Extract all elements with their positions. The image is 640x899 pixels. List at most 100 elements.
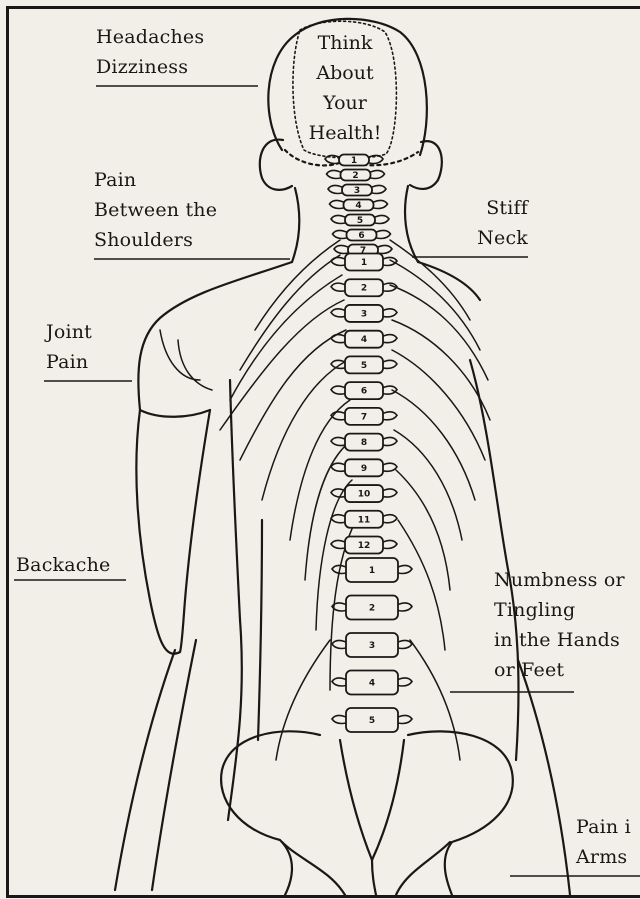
vertebra-process-r — [383, 309, 397, 317]
head-message-line: Think — [300, 28, 390, 58]
vertebra-number: 1 — [369, 566, 375, 576]
vertebra-number: 12 — [358, 541, 371, 551]
vertebra-process-l — [331, 540, 345, 548]
vertebra-process-r — [375, 215, 389, 223]
vertebra-process-l — [331, 257, 345, 265]
vertebra-process-l — [328, 185, 342, 193]
vertebra-process-r — [383, 463, 397, 471]
head-message-line: Your — [300, 88, 390, 118]
label-line: Pain — [46, 347, 92, 377]
vertebra-number: 1 — [351, 156, 357, 166]
vertebra-process-l — [331, 360, 345, 368]
vertebra-process-l — [325, 155, 339, 163]
left-leg — [115, 650, 175, 890]
coccyx — [372, 860, 376, 895]
vertebra-process-r — [383, 386, 397, 394]
vertebra-process-r — [383, 257, 397, 265]
vertebra-process-r — [369, 155, 383, 163]
neck-right — [405, 186, 418, 262]
vertebra-process-l — [330, 200, 344, 208]
vertebra-number: 5 — [369, 716, 375, 726]
left-arm-outer — [136, 410, 180, 654]
vertebra-number: 6 — [358, 231, 364, 241]
vertebra-number: 2 — [352, 171, 358, 181]
vertebra-process-l — [333, 230, 347, 238]
vertebra-number: 3 — [354, 186, 360, 196]
vertebra-process-r — [371, 170, 385, 178]
vertebra-number: 5 — [361, 361, 367, 371]
label-line: Backache — [16, 550, 111, 580]
label-numbness: Numbness or Tingling in the Hands or Fee… — [494, 565, 625, 685]
vertebra-number: 1 — [361, 258, 367, 268]
vertebra-process-r — [372, 185, 386, 193]
torso-left-2 — [258, 520, 262, 740]
vertebra-process-l — [331, 437, 345, 445]
vertebra-process-r — [383, 515, 397, 523]
label-line: Headaches — [96, 22, 204, 52]
vertebra-process-l — [332, 678, 346, 686]
label-line: Neck — [470, 223, 528, 253]
head-message: Think About Your Health! — [300, 28, 390, 148]
vertebra-process-l — [331, 309, 345, 317]
label-line: Dizziness — [96, 52, 204, 82]
vertebra-process-r — [398, 678, 412, 686]
neck-left — [292, 188, 299, 262]
nerves — [160, 240, 490, 760]
label-line: or Feet — [494, 655, 625, 685]
label-line: Tingling — [494, 595, 625, 625]
label-line: Shoulders — [94, 225, 217, 255]
label-line: Pain — [94, 165, 217, 195]
vertebra-process-r — [377, 230, 391, 238]
vertebra-process-r — [398, 640, 412, 648]
vertebra-process-r — [383, 489, 397, 497]
label-stiff-neck: Stiff Neck — [470, 193, 528, 253]
vertebra-number: 9 — [361, 464, 367, 474]
vertebra-process-l — [332, 715, 346, 723]
vertebra-process-r — [383, 540, 397, 548]
head-message-line: Health! — [300, 118, 390, 148]
vertebra-process-l — [327, 170, 341, 178]
vertebra-number: 4 — [361, 335, 367, 345]
vertebra-number: 4 — [355, 201, 361, 211]
vertebra-number: 4 — [369, 679, 375, 689]
vertebra-process-r — [398, 603, 412, 611]
vertebra-process-r — [383, 412, 397, 420]
vertebra-process-l — [331, 515, 345, 523]
vertebra-number: 7 — [361, 412, 367, 422]
vertebra-process-r — [378, 245, 392, 253]
label-line: in the Hands — [494, 625, 625, 655]
vertebra-process-l — [331, 283, 345, 291]
left-leg-2 — [152, 640, 196, 890]
label-line: Arms — [576, 842, 631, 872]
label-joint-pain: Joint Pain — [46, 317, 92, 377]
vertebra-process-l — [332, 640, 346, 648]
vertebra-process-l — [331, 335, 345, 343]
torso-right — [470, 360, 518, 760]
right-arm — [518, 660, 570, 895]
label-line: Joint — [46, 317, 92, 347]
vertebra-number: 5 — [357, 216, 363, 226]
pelvis-right — [408, 731, 513, 895]
vertebra-process-r — [398, 715, 412, 723]
left-arm-inner — [180, 410, 210, 652]
right-ear — [410, 141, 442, 189]
vertebra-process-r — [383, 335, 397, 343]
label-line: Stiff — [470, 193, 528, 223]
vertebra-process-r — [398, 565, 412, 573]
vertebra-number: 11 — [358, 515, 371, 525]
label-arms: Pain i Arms — [576, 812, 631, 872]
vertebra-number: 2 — [361, 284, 367, 294]
vertebra-number: 3 — [361, 309, 367, 319]
vertebra-number: 10 — [358, 490, 371, 500]
sacrum — [340, 740, 404, 860]
vertebra-process-l — [334, 245, 348, 253]
vertebra-process-r — [383, 437, 397, 445]
vertebra-number: 3 — [369, 641, 375, 651]
vertebra-process-l — [331, 489, 345, 497]
label-between-shoulders: Pain Between the Shoulders — [94, 165, 217, 255]
left-armpit — [140, 410, 210, 417]
vertebra-number: 2 — [369, 604, 375, 614]
label-line: Between the — [94, 195, 217, 225]
label-line: Pain i — [576, 812, 631, 842]
